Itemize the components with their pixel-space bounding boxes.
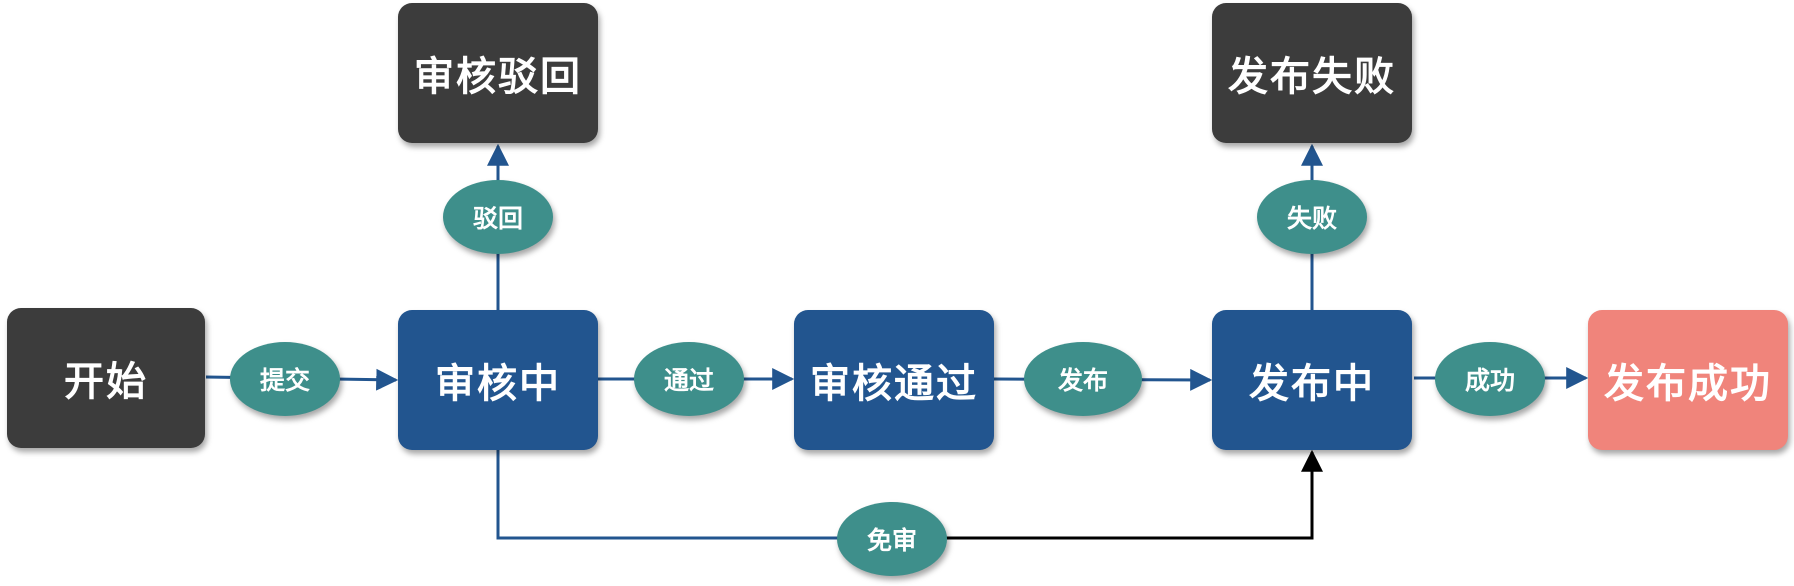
- node-review-passed: 审核通过: [794, 310, 994, 450]
- connector-exempt-to-publishing: [892, 449, 1323, 540]
- edge-label-success: 成功: [1435, 342, 1545, 416]
- edge-label-pass: 通过: [634, 342, 744, 416]
- edge-label-reject: 驳回: [443, 180, 553, 254]
- node-publish-success: 发布成功: [1588, 310, 1788, 450]
- node-publishing: 发布中: [1212, 310, 1412, 450]
- node-start: 开始: [7, 308, 205, 448]
- edge-label-publish: 发布: [1024, 342, 1142, 416]
- edge-label-submit: 提交: [230, 342, 340, 416]
- connector-reviewing-exempt: [496, 450, 892, 540]
- node-review-rejected: 审核驳回: [398, 3, 598, 143]
- node-publish-failed: 发布失败: [1212, 3, 1412, 143]
- edge-label-fail: 失败: [1257, 180, 1367, 254]
- edge-label-exempt: 免审: [837, 502, 947, 576]
- node-reviewing: 审核中: [398, 310, 598, 450]
